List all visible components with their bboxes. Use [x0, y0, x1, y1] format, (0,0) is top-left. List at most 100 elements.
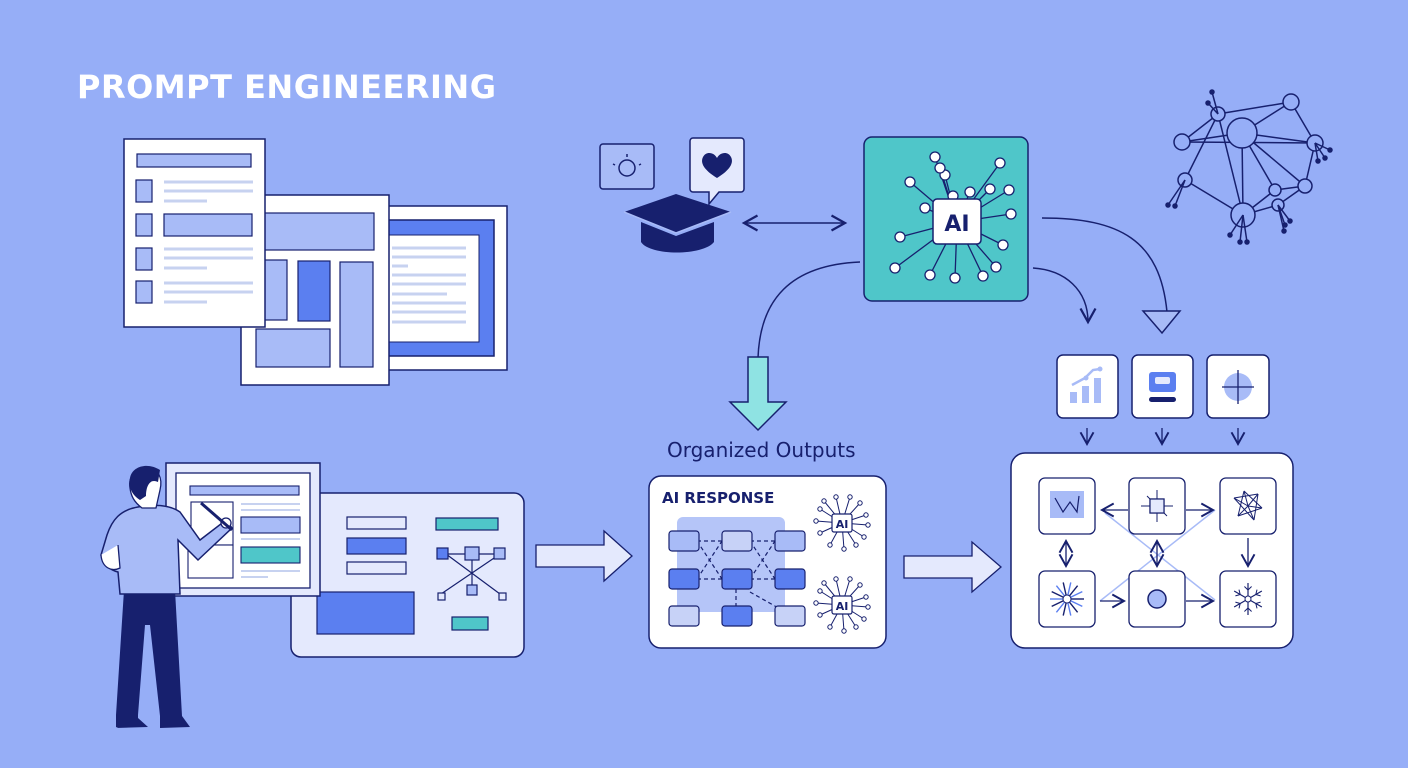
chip-pin	[841, 546, 847, 552]
chip-pin	[813, 518, 819, 524]
network-tip	[1281, 228, 1287, 234]
ai-chip	[932, 198, 982, 245]
flow-arrow-2	[903, 540, 1002, 594]
web-node-line	[1233, 497, 1255, 521]
document-stack	[123, 138, 508, 386]
hub-to-outputs-connector	[757, 261, 861, 359]
network-tip-line	[1277, 204, 1285, 232]
web-node-line	[1237, 490, 1245, 517]
burst-ray	[1051, 590, 1064, 598]
burst-ray	[1068, 585, 1079, 597]
snowflake-branch	[1235, 601, 1241, 604]
response-block	[774, 568, 806, 590]
circle-node-icon	[1147, 589, 1167, 609]
response-block	[668, 530, 700, 552]
chip-pin	[827, 542, 833, 548]
chip-body	[831, 513, 853, 533]
chip-pin	[847, 576, 853, 582]
result-cell-chart-node	[1038, 477, 1096, 535]
response-link	[749, 540, 776, 580]
chip-pin	[817, 588, 823, 594]
network-node	[1226, 117, 1258, 149]
snowflake-branch	[1255, 594, 1261, 597]
ai-hub: AI	[863, 136, 1029, 302]
response-block	[668, 568, 700, 590]
web-node-line	[1247, 505, 1255, 521]
organized-outputs-heading: Organized Outputs	[667, 438, 856, 462]
chip-pin	[853, 542, 859, 548]
chip-pin	[817, 612, 823, 618]
network-tip	[1322, 155, 1328, 161]
snowflake-branch	[1255, 589, 1258, 595]
response-block	[774, 605, 806, 627]
chip-pin	[821, 580, 827, 586]
lightbulb-icon	[599, 143, 655, 190]
chip-pin	[833, 576, 839, 582]
chip-pin	[857, 500, 863, 506]
chip-label: AI	[836, 600, 849, 613]
response-block	[721, 530, 753, 552]
web-node-line	[1243, 490, 1249, 507]
big-down-arrow	[728, 356, 788, 432]
chip-pin	[865, 604, 871, 610]
flow-arrow-1	[535, 529, 633, 583]
network-node	[1173, 133, 1191, 151]
network-tip-line	[1314, 142, 1326, 159]
snowflake-branch	[1247, 586, 1252, 591]
ai-response-card: AI AI	[648, 475, 887, 649]
hub-node	[934, 162, 946, 174]
chip-pin	[817, 530, 823, 536]
network-tip-line	[1314, 142, 1331, 151]
chip-pin	[841, 628, 847, 634]
crosshair-icon	[1206, 354, 1270, 419]
hub-to-tools-connector-2	[1041, 217, 1168, 313]
network-tip-line	[1167, 179, 1186, 206]
hub-node	[1005, 208, 1017, 220]
chip-pin	[863, 512, 869, 518]
result-cell-web-node	[1219, 477, 1277, 535]
snowflake-branch	[1244, 607, 1249, 612]
person-figure	[100, 465, 234, 728]
page-title: PROMPT ENGINEERING	[77, 68, 497, 106]
pen-icon	[200, 501, 233, 532]
web-node-line	[1247, 505, 1263, 509]
network-tip-line	[1277, 204, 1291, 222]
hub-node	[919, 202, 931, 214]
result-cell-chip-node	[1128, 477, 1186, 535]
response-link	[696, 540, 723, 580]
web-node-line	[1247, 493, 1259, 507]
snowflake-branch	[1238, 603, 1241, 609]
chip-pin	[861, 616, 867, 622]
chip-pin	[857, 582, 863, 588]
chip-pin	[853, 624, 859, 630]
network-tip	[1209, 89, 1215, 95]
document-back	[387, 205, 508, 371]
snowflake-branch	[1247, 607, 1252, 612]
snowflake-branch	[1244, 586, 1249, 591]
network-node	[1297, 178, 1313, 194]
network-tip-line	[1229, 214, 1244, 236]
chip-pin	[863, 594, 869, 600]
network-edge	[1184, 113, 1219, 181]
hub-node	[984, 183, 996, 195]
chip-pin	[865, 522, 871, 528]
network-tip	[1244, 239, 1250, 245]
result-cell-circle-node	[1128, 570, 1186, 628]
robot-icon	[1131, 354, 1194, 419]
burst-ray	[1070, 600, 1083, 608]
hub-node	[889, 262, 901, 274]
web-node-line	[1233, 493, 1259, 499]
heart-speech-bubble-icon	[689, 137, 745, 207]
chip-pin	[817, 506, 823, 512]
burst-ray	[1067, 602, 1072, 616]
hub-node	[994, 157, 1006, 169]
network-tip-line	[1174, 179, 1186, 207]
hub-node	[924, 269, 936, 281]
hub-node	[904, 176, 916, 188]
chip-node-body	[1149, 498, 1165, 514]
network-node	[1268, 183, 1282, 197]
network-tip	[1205, 100, 1211, 106]
hub-node	[964, 186, 976, 198]
